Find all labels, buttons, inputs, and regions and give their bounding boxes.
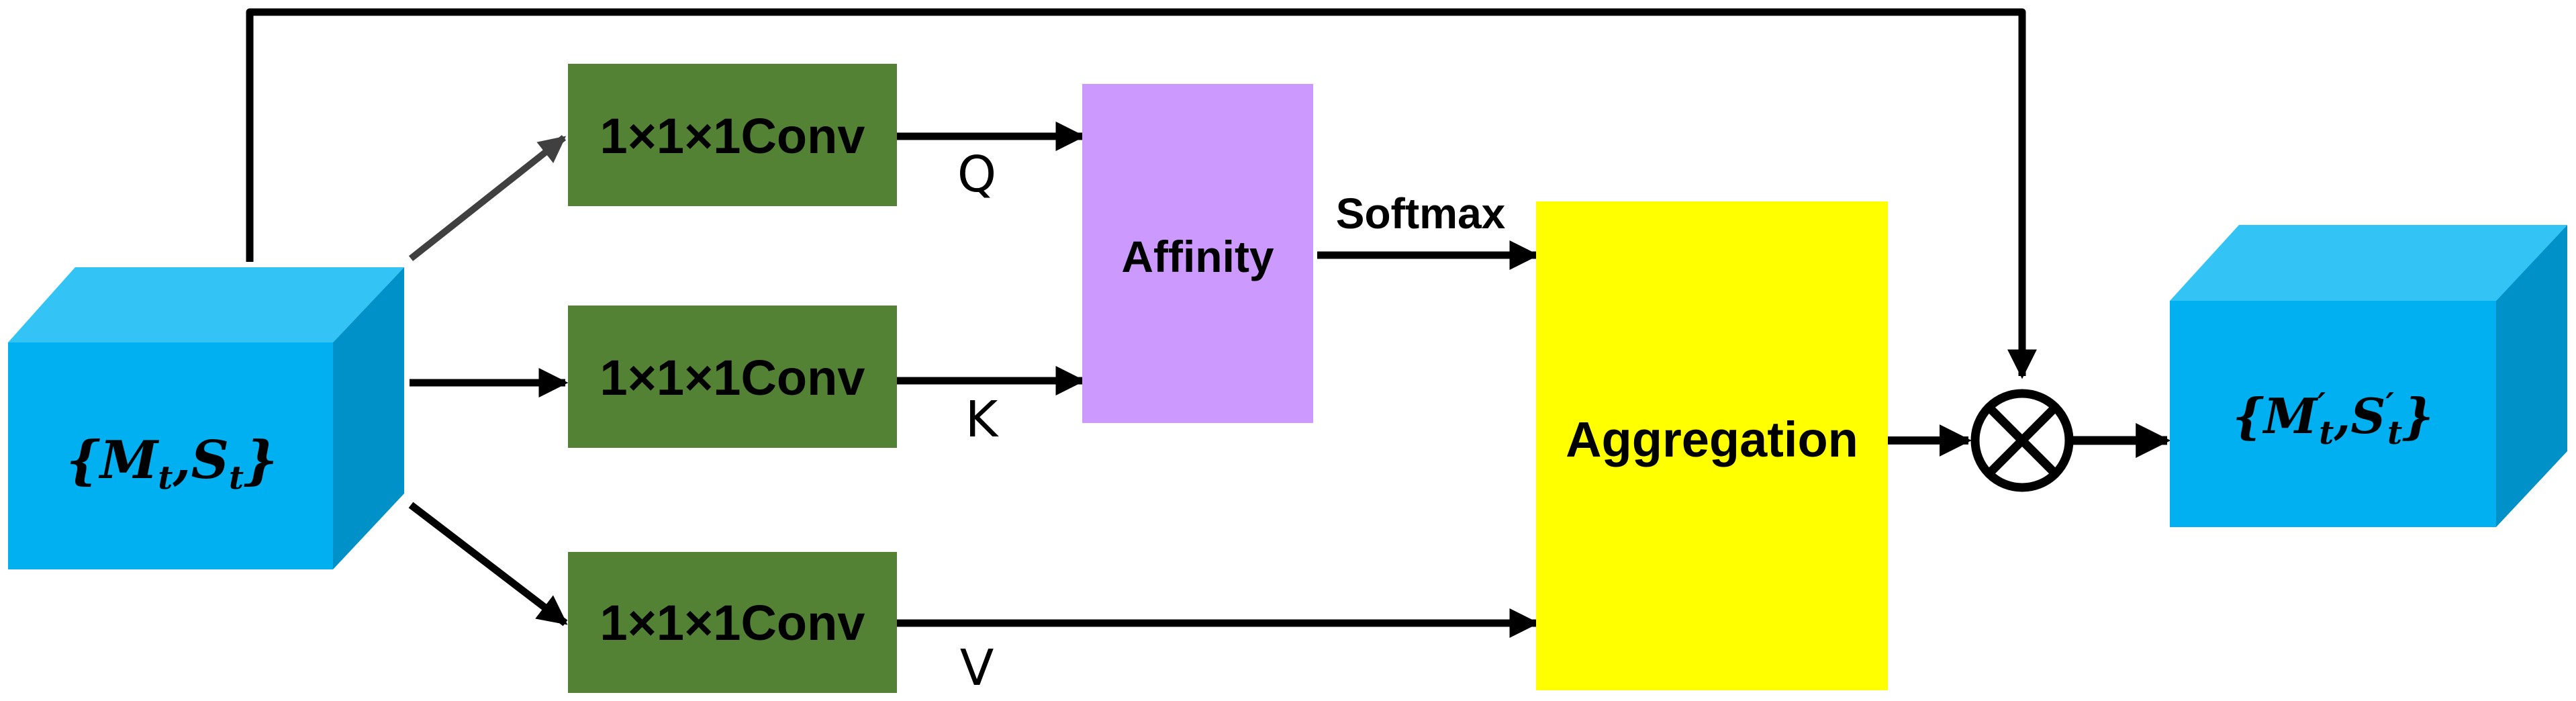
input-cube-side — [333, 267, 404, 569]
edge-label-softmax: Softmax — [1336, 189, 1506, 238]
output-cube-front — [2170, 301, 2496, 527]
skip-connection-line — [246, 8, 2037, 379]
conv-box-v: 1×1×1Conv — [568, 552, 897, 693]
arrow-input-to-conv-q — [408, 135, 567, 261]
edge-label-v: V — [960, 639, 994, 697]
circle-times-icon — [1970, 389, 2074, 492]
input-tensor-label: {Mt,St} — [66, 430, 278, 497]
input-cube-top — [8, 267, 404, 342]
conv-v-label: 1×1×1Conv — [600, 595, 865, 651]
input-tensor-cube: {Mt,St} — [8, 267, 404, 569]
output-cube-top — [2170, 225, 2567, 301]
conv-q-label: 1×1×1Conv — [600, 108, 865, 164]
input-cube-front — [8, 342, 333, 569]
output-cube-side — [2496, 225, 2567, 527]
arrow-input-to-conv-v — [408, 502, 568, 626]
output-tensor-cube: {M′t,S′t} — [2170, 225, 2567, 527]
conv-box-k: 1×1×1Conv — [568, 306, 897, 448]
edge-label-k: K — [965, 391, 1000, 449]
conv-box-q: 1×1×1Conv — [568, 64, 897, 206]
aggregation-label: Aggregation — [1566, 412, 1858, 467]
affinity-label: Affinity — [1121, 232, 1274, 281]
edge-label-q: Q — [957, 146, 996, 203]
affinity-box: Affinity — [1082, 84, 1313, 423]
aggregation-box: Aggregation — [1536, 201, 1888, 690]
conv-k-label: 1×1×1Conv — [600, 350, 865, 406]
output-tensor-label: {M′t,S′t} — [2232, 386, 2433, 452]
